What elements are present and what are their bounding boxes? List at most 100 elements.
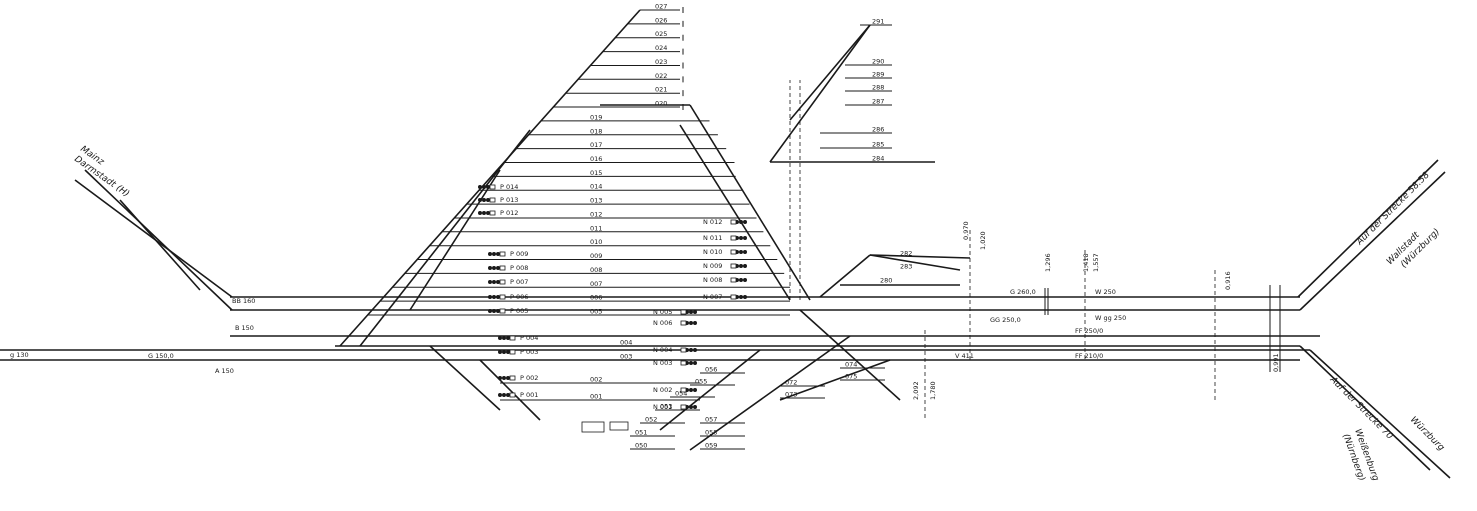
signal-lamp	[502, 336, 506, 340]
signal: P 002	[498, 374, 538, 382]
signal-label: P 008	[510, 264, 528, 272]
signal-head	[509, 375, 516, 381]
lower-track-label: 052	[645, 416, 657, 424]
signal-lamp	[743, 220, 747, 224]
signal-lamp	[492, 295, 496, 299]
yard-track-label: 027	[655, 3, 667, 11]
signal-head	[499, 279, 506, 285]
signal: P 006	[488, 293, 528, 301]
signal-lamp	[492, 309, 496, 313]
km-post-label: 0,916	[1224, 271, 1232, 290]
main-line-labels: BB 160 B 150 A 150 G 150,0 G 260,0 GG 25…	[10, 288, 1126, 375]
signal-lamp	[496, 309, 500, 313]
signal-label: N 007	[703, 293, 722, 301]
signal: N 003	[653, 359, 697, 367]
signal-lamp	[689, 388, 693, 392]
label-g150: G 150,0	[148, 352, 174, 360]
signal-lamp	[689, 321, 693, 325]
signal: P 001	[498, 391, 538, 399]
signal-label: N 008	[703, 276, 722, 284]
signal-lamp	[693, 321, 697, 325]
signal-head	[499, 251, 506, 257]
yard-track-label: 008	[590, 266, 602, 274]
label-ff250: FF 250/0	[1075, 327, 1103, 335]
signal-lamp	[488, 266, 492, 270]
signal-label: P 005	[510, 307, 528, 315]
signal-lamp	[743, 236, 747, 240]
signal-head	[730, 263, 737, 269]
signal-lamp	[498, 350, 502, 354]
signal-lamp	[478, 198, 482, 202]
label-wgg250: W gg 250	[1095, 314, 1126, 322]
signal: N 001	[653, 403, 697, 411]
spur-track-label: 283	[900, 263, 912, 271]
signal-label: N 005	[653, 308, 672, 316]
fan-track-label: 286	[872, 126, 884, 134]
yard-track-label: 023	[655, 58, 667, 66]
fan-track-label: 287	[872, 98, 884, 106]
signal-label: P 012	[500, 209, 518, 217]
mid-right-spur	[819, 254, 971, 298]
yard-track-label: 010	[590, 238, 602, 246]
signal-head	[730, 249, 737, 255]
signal-head	[499, 308, 506, 314]
signal-lamp	[502, 350, 506, 354]
lower-track-label: 056	[705, 366, 717, 374]
signal-lamp	[492, 280, 496, 284]
fan-track-label: 291	[872, 18, 884, 26]
signal-label: P 009	[510, 250, 528, 258]
signal-lamp	[498, 336, 502, 340]
signal-lamp	[739, 278, 743, 282]
label-v411: V 411	[955, 352, 974, 360]
yard-track-label: 014	[590, 183, 602, 191]
right-diagonals	[1297, 159, 1451, 479]
signal-lamp	[478, 185, 482, 189]
yard-track-label: 022	[655, 72, 667, 80]
signal-lamp	[689, 348, 693, 352]
signal: P 005	[488, 307, 528, 315]
signal-label: P 007	[510, 278, 528, 286]
signal: N 010	[703, 248, 747, 256]
signal: N 008	[703, 276, 747, 284]
signal-lamp	[743, 264, 747, 268]
yard-track-label: 020	[655, 100, 667, 108]
signal-head	[680, 347, 687, 353]
signal-head	[680, 320, 687, 326]
signal-label: N 012	[703, 218, 722, 226]
lower-track-label: 053	[660, 403, 672, 411]
signal-lamp	[743, 295, 747, 299]
km-post-label: 0,970	[962, 221, 970, 240]
lower-track-label: 054	[675, 390, 687, 398]
yard-track-label: 015	[590, 169, 602, 177]
signal: N 007	[703, 293, 747, 301]
signal-label: N 006	[653, 319, 672, 327]
main-lines	[0, 296, 1320, 361]
upper-yard-tracks	[367, 7, 790, 316]
spur-track-label: 280	[880, 277, 892, 285]
fan-track-label: 285	[872, 141, 884, 149]
label-g130: g 130	[10, 351, 29, 359]
lower-track-label: 051	[635, 429, 647, 437]
signal-head	[730, 219, 737, 225]
signal-lamp	[689, 405, 693, 409]
signal-lamp	[689, 310, 693, 314]
signal-lamp	[482, 211, 486, 215]
signal: N 006	[653, 319, 697, 327]
yard-track-label: 013	[590, 197, 602, 205]
signal-label: P 004	[520, 334, 538, 342]
yard-box	[581, 421, 605, 433]
lower-track-label: 058	[705, 429, 717, 437]
signal-lamp	[739, 264, 743, 268]
yard-track-label: 012	[590, 211, 602, 219]
signal-lamp	[693, 405, 697, 409]
km-post-label: 1,418	[1082, 253, 1090, 272]
signal-head	[509, 349, 516, 355]
label-g260: G 260,0	[1010, 288, 1036, 296]
yard-track-label: 024	[655, 44, 667, 52]
signal-head	[730, 277, 737, 283]
signal-lamp	[488, 309, 492, 313]
signal: P 004	[498, 334, 538, 342]
signal-label: P 003	[520, 348, 538, 356]
